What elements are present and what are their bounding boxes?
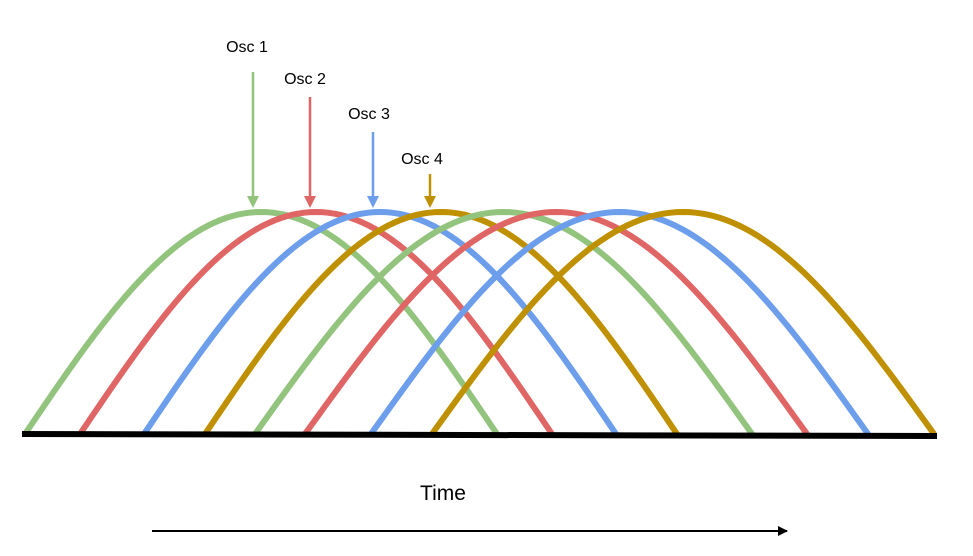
baseline bbox=[21, 431, 938, 439]
osc-4-wave-1 bbox=[202, 208, 680, 437]
osc-2-label: Osc 2 bbox=[284, 71, 326, 88]
osc-1-wave-1 bbox=[22, 208, 500, 437]
osc-3-wave-1 bbox=[141, 208, 619, 437]
osc-4-label: Osc 4 bbox=[401, 151, 443, 168]
osc-4-pointer bbox=[424, 174, 436, 208]
osc-1-pointer bbox=[247, 72, 259, 208]
osc-3-label: Osc 3 bbox=[348, 106, 390, 123]
osc-3-wave-2 bbox=[368, 208, 871, 437]
osc-3-pointer bbox=[367, 132, 379, 208]
osc-2-wave-2 bbox=[302, 208, 810, 437]
osc-2-pointer bbox=[304, 97, 316, 208]
osc-1-wave-2 bbox=[252, 208, 755, 437]
osc-4-wave-2 bbox=[429, 208, 937, 437]
time-label: Time bbox=[420, 482, 466, 505]
osc-2-wave-1 bbox=[77, 208, 555, 437]
osc-1-label: Osc 1 bbox=[226, 39, 268, 56]
